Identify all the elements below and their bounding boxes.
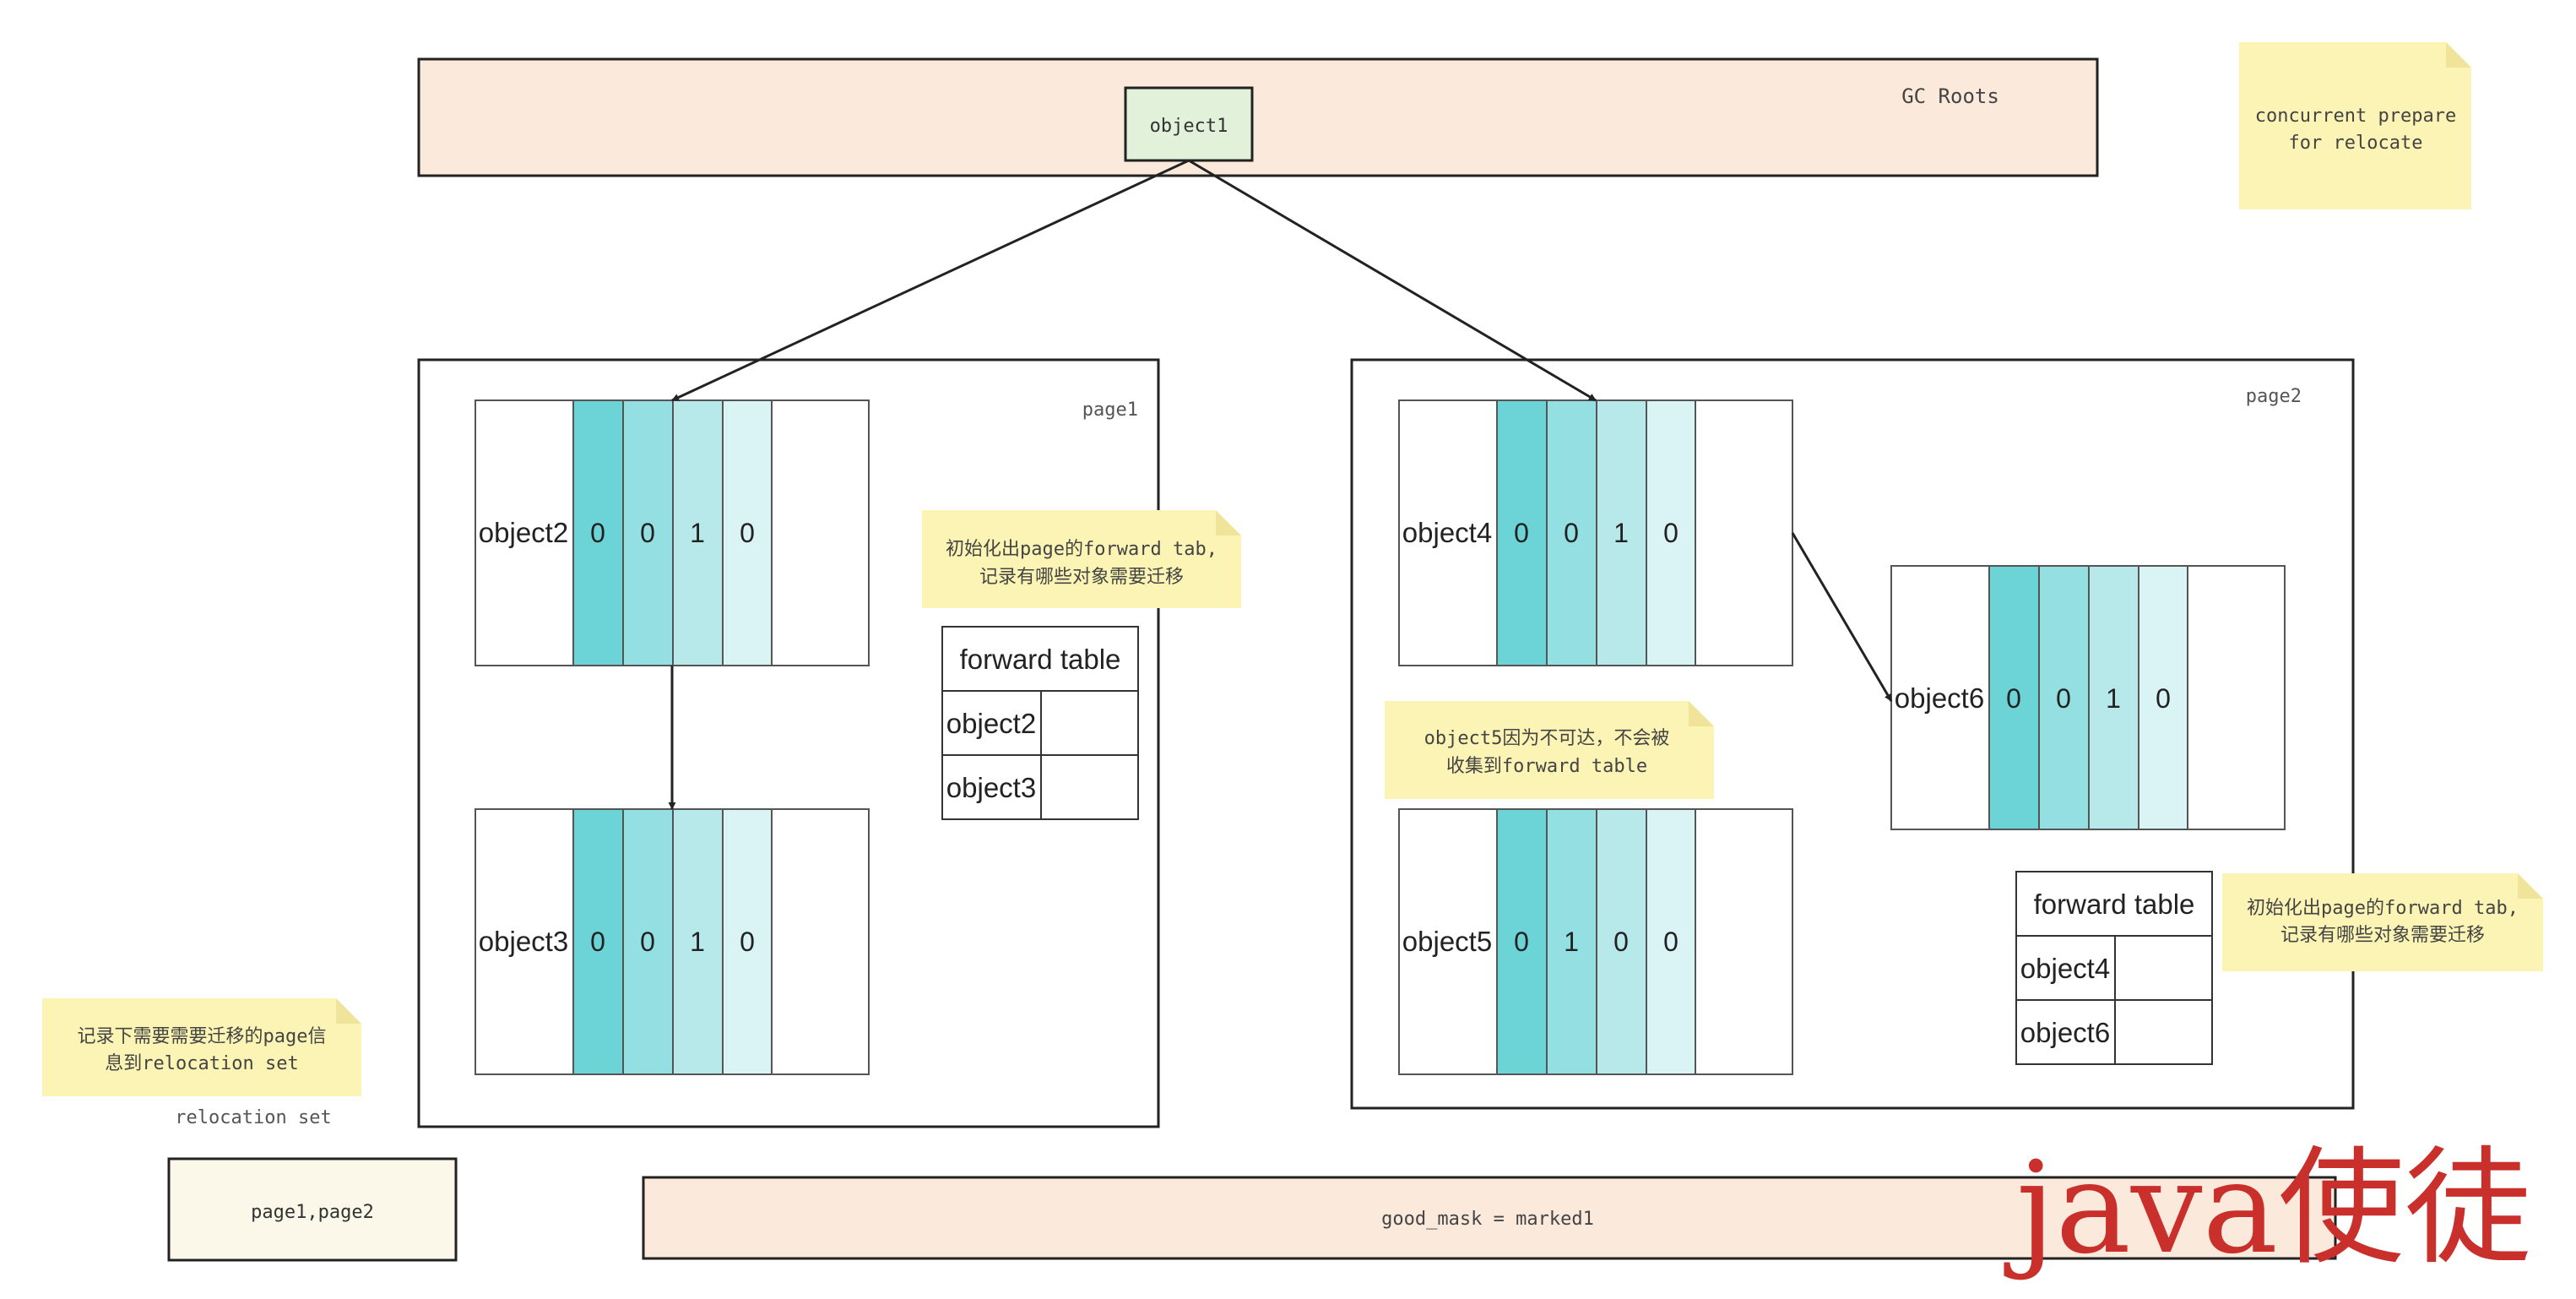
object5-note: object5因为不可达，不会被 收集到forward table <box>1385 701 1714 799</box>
object5-bit-2-value: 0 <box>1613 927 1629 957</box>
object3-bit-3 <box>722 808 773 1075</box>
object6-label: object6 <box>1895 682 1984 714</box>
object3-bit-0-value: 0 <box>590 927 605 957</box>
object5-bit-1-value: 1 <box>1564 927 1579 957</box>
object3-bit-2-value: 1 <box>690 927 705 957</box>
object6-bit-3 <box>2138 565 2188 830</box>
object5-bit-3 <box>1646 808 1696 1075</box>
object4-bit-1-value: 0 <box>1564 518 1579 548</box>
object5-node: object5 0 1 0 0 <box>1398 808 1793 1075</box>
relocation-note-line2: 息到relocation set <box>105 1053 298 1074</box>
object2-bit-3-value: 0 <box>740 518 755 548</box>
object6-bit-2-value: 1 <box>2106 683 2121 714</box>
page1-forward-table-row-1: object2 <box>946 708 1036 739</box>
object2-label: object2 <box>479 517 568 548</box>
watermark: java使徒 <box>2004 1135 2531 1282</box>
object4-bit-2-value: 1 <box>1613 518 1629 548</box>
page2-forward-note-line2: 记录有哪些对象需要迁移 <box>2280 925 2485 946</box>
good-mask-bar: good_mask = marked1 <box>642 1176 2337 1260</box>
object2-bit-0 <box>572 399 624 666</box>
object6-bit-3-value: 0 <box>2156 683 2171 714</box>
object4-bit-3-value: 0 <box>1663 518 1678 548</box>
object5-note-line2: 收集到forward table <box>1446 756 1647 777</box>
object5-bit-0 <box>1496 808 1548 1075</box>
object5-label: object5 <box>1402 926 1492 957</box>
object3-bit-1 <box>622 808 674 1075</box>
page2-forward-table-row-2: object6 <box>2020 1017 2110 1048</box>
relocation-note-line1: 记录下需要需要迁移的page信 <box>78 1026 327 1047</box>
object4-bit-3 <box>1646 399 1696 666</box>
good-mask-label: good_mask = marked1 <box>1381 1209 1594 1230</box>
page2-forward-note-line1: 初始化出page的forward tab, <box>2247 898 2519 919</box>
object2-bit-2 <box>672 399 724 666</box>
relocation-note: 记录下需要需要迁移的page信 息到relocation set <box>42 998 361 1096</box>
object6-node: object6 0 0 1 0 <box>1890 565 2286 830</box>
prepare-note: concurrent prepare for relocate <box>2239 42 2471 209</box>
object3-label: object3 <box>479 926 568 957</box>
page2-label: page2 <box>2246 386 2302 407</box>
object3-bit-1-value: 0 <box>640 927 655 957</box>
page2-forward-note: 初始化出page的forward tab, 记录有哪些对象需要迁移 <box>2222 873 2543 971</box>
object1-to-object4-arrow <box>1188 159 1597 402</box>
page2-forward-table-header: forward table <box>2034 889 2195 920</box>
object4-bit-0 <box>1496 399 1548 666</box>
object5-note-line1: object5因为不可达，不会被 <box>1424 728 1670 749</box>
object4-bit-2 <box>1596 399 1647 666</box>
object3-bit-3-value: 0 <box>740 927 755 957</box>
object5-bit-0-value: 0 <box>1514 927 1529 957</box>
page1-forward-note-line1: 初始化出page的forward tab, <box>946 539 1217 560</box>
page1-forward-table-header: forward table <box>960 644 1121 675</box>
object4-label: object4 <box>1402 517 1492 548</box>
object6-bit-1-value: 0 <box>2056 683 2071 714</box>
page1-forward-table-row-2: object3 <box>946 772 1036 803</box>
relocation-set-box: page1,page2 <box>167 1157 458 1262</box>
object2-bit-1-value: 0 <box>640 518 655 548</box>
page1-forward-note: 初始化出page的forward tab, 记录有哪些对象需要迁移 <box>922 510 1241 608</box>
object1-root-node: object1 <box>1124 86 1254 162</box>
page2-forward-table: forward table object4 object6 <box>2015 871 2213 1065</box>
object5-bit-3-value: 0 <box>1663 927 1678 957</box>
prepare-note-line2: for relocate <box>2289 133 2423 154</box>
object1-to-object2-arrow <box>671 159 1190 402</box>
gc-roots-bar: GC Roots <box>417 57 2099 177</box>
prepare-note-line1: concurrent prepare <box>2255 106 2456 127</box>
object2-node: object2 0 0 1 0 <box>475 399 870 666</box>
object4-bit-0-value: 0 <box>1514 518 1529 548</box>
object3-bit-0 <box>572 808 624 1075</box>
object3-node: object3 0 0 1 0 <box>475 808 870 1075</box>
page1-forward-table: forward table object2 object3 <box>941 626 1139 820</box>
object6-bit-2 <box>2088 565 2139 830</box>
object4-to-object6-arrow <box>1791 532 1893 702</box>
object2-bit-2-value: 1 <box>690 518 705 548</box>
object6-bit-0 <box>1988 565 2040 830</box>
object4-bit-1 <box>1546 399 1597 666</box>
object2-bit-1 <box>622 399 674 666</box>
object5-bit-2 <box>1596 808 1647 1075</box>
object5-bit-1 <box>1546 808 1597 1075</box>
object6-bit-1 <box>2038 565 2090 830</box>
relocation-set-value: page1,page2 <box>251 1202 374 1223</box>
page1-forward-note-line2: 记录有哪些对象需要迁移 <box>979 567 1184 588</box>
relocation-set-label: relocation set <box>175 1107 331 1128</box>
object6-bit-0-value: 0 <box>2006 683 2021 714</box>
gc-roots-label: GC Roots <box>1901 84 1999 108</box>
object4-node: object4 0 0 1 0 <box>1398 399 1793 666</box>
page1-label: page1 <box>1082 399 1138 421</box>
object2-bit-0-value: 0 <box>590 518 605 548</box>
object3-bit-2 <box>672 808 724 1075</box>
object1-label: object1 <box>1150 116 1228 137</box>
page2-forward-table-row-1: object4 <box>2020 953 2110 984</box>
object2-bit-3 <box>722 399 773 666</box>
